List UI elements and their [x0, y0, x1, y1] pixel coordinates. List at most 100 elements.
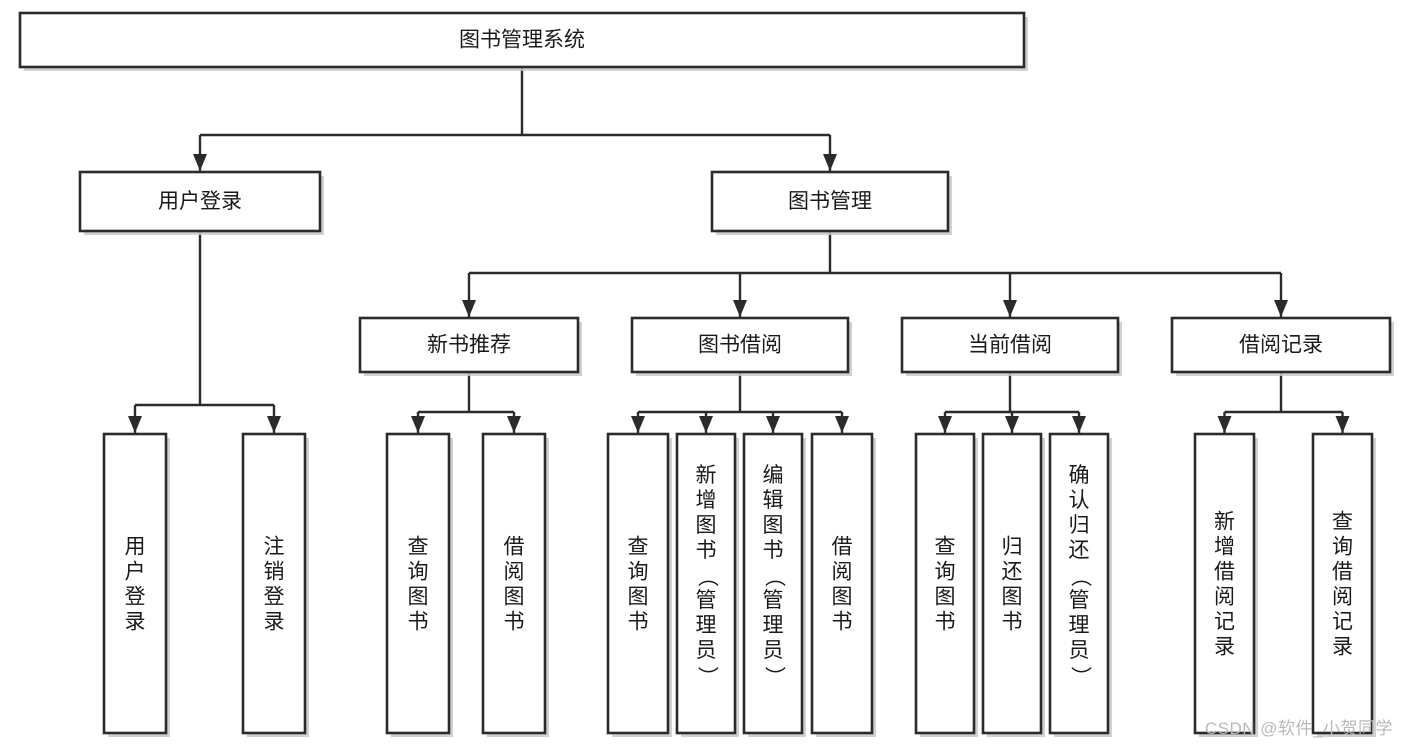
- node-level1-用户登录[interactable]: 用户登录: [78, 170, 324, 235]
- node-label-char: 书: [1002, 611, 1023, 634]
- node-box[interactable]: [1193, 432, 1256, 735]
- node-level2-当前借阅[interactable]: 当前借阅: [900, 316, 1122, 376]
- node-label: 图书管理: [788, 190, 872, 213]
- connector-layer: [128, 67, 1350, 433]
- node-label-char: 借: [1332, 561, 1353, 584]
- arrow-head-icon-l2-1-3: [835, 416, 849, 433]
- arrow-head-icon-l2-3-1: [1335, 416, 1350, 433]
- node-box[interactable]: [358, 316, 580, 374]
- arrow-head-icon-root-1: [823, 154, 837, 171]
- node-label-char: 图: [832, 586, 853, 609]
- node-box[interactable]: [606, 432, 670, 735]
- node-label-char: 书: [628, 611, 649, 634]
- arrow-head-icon-book-mgmt-0: [462, 300, 476, 317]
- node-label-char: 图: [696, 514, 717, 537]
- arrow-head-icon-book-mgmt-3: [1274, 300, 1288, 317]
- node-box[interactable]: [241, 432, 307, 735]
- node-label-char: 图: [763, 514, 784, 537]
- node-label-char: 图: [408, 586, 429, 609]
- node-label-char: 记: [1332, 611, 1353, 634]
- node-box[interactable]: [481, 432, 547, 735]
- node-label-char: 借: [504, 536, 525, 559]
- node-label-char: 录: [1332, 636, 1353, 659]
- node-label-char: 查: [628, 536, 649, 559]
- node-label-char: 询: [1332, 536, 1353, 559]
- node-label-char: 书: [504, 611, 525, 634]
- arrow-head-icon-book-mgmt-2: [1003, 300, 1017, 317]
- node-label: 当前借阅: [968, 334, 1052, 357]
- node-label-char: 阅: [504, 561, 525, 584]
- node-box[interactable]: [810, 432, 874, 735]
- node-label-char: 用: [125, 536, 146, 559]
- node-box[interactable]: [914, 432, 976, 735]
- node-level2-借阅记录[interactable]: 借阅记录: [1170, 316, 1394, 376]
- arrow-head-icon-user-login-0: [128, 416, 142, 433]
- node-label-char: 阅: [832, 561, 853, 584]
- node-label: 用户登录: [158, 190, 242, 213]
- node-label-char: （: [1068, 566, 1091, 587]
- node-box[interactable]: [78, 170, 322, 233]
- node-label-char: 查: [1332, 511, 1353, 534]
- node-box[interactable]: [900, 316, 1120, 374]
- node-label-char: 员: [763, 639, 784, 662]
- node-box[interactable]: [1048, 432, 1110, 735]
- node-label-char: 书: [696, 539, 717, 562]
- watermark-text: CSDN @软件_小贺同学: [1204, 719, 1393, 738]
- node-label-char: 询: [628, 561, 649, 584]
- node-level1-图书管理[interactable]: 图书管理: [710, 170, 952, 235]
- node-label-char: 管: [696, 589, 717, 612]
- arrow-head-icon-root-0: [193, 154, 207, 171]
- node-box[interactable]: [630, 316, 850, 374]
- node-label-char: （: [695, 566, 718, 587]
- node-box[interactable]: [710, 170, 950, 233]
- node-label-char: 理: [1069, 614, 1090, 637]
- node-label: 图书管理系统: [459, 29, 585, 52]
- node-label-char: 归: [1069, 514, 1090, 537]
- node-label-char: 认: [1069, 489, 1090, 512]
- node-box[interactable]: [1311, 432, 1374, 735]
- node-label-char: 理: [763, 614, 784, 637]
- node-box[interactable]: [742, 432, 804, 735]
- node-label-char: 还: [1069, 539, 1090, 562]
- node-box[interactable]: [102, 432, 168, 735]
- node-label-char: 图: [1002, 586, 1023, 609]
- node-label-char: 图: [935, 586, 956, 609]
- node-label-char: 书: [408, 611, 429, 634]
- node-box[interactable]: [981, 432, 1043, 735]
- node-label-char: ）: [1068, 666, 1091, 687]
- node-label-char: 新: [696, 464, 717, 487]
- node-label: 新书推荐: [427, 334, 511, 357]
- node-label: 借阅记录: [1239, 334, 1323, 357]
- node-level2-图书借阅[interactable]: 图书借阅: [630, 316, 852, 376]
- node-level2-新书推荐[interactable]: 新书推荐: [358, 316, 582, 376]
- node-label-char: 登: [264, 586, 285, 609]
- node-label-char: 借: [1214, 561, 1235, 584]
- node-box[interactable]: [18, 11, 1026, 69]
- node-label-char: 录: [264, 611, 285, 634]
- node-box[interactable]: [675, 432, 737, 735]
- arrow-head-icon-l2-0-0: [411, 416, 425, 433]
- node-label-char: 编: [763, 464, 784, 487]
- node-label-char: 户: [125, 561, 146, 584]
- node-label-char: 阅: [1332, 586, 1353, 609]
- node-root-图书管理系统[interactable]: 图书管理系统: [18, 11, 1028, 71]
- node-leaf-用户登录[interactable]: 用户登录: [102, 432, 170, 737]
- node-box[interactable]: [385, 432, 451, 735]
- node-box[interactable]: [1170, 316, 1392, 374]
- node-label-char: 增: [696, 489, 717, 512]
- node-label-char: 记: [1214, 611, 1235, 634]
